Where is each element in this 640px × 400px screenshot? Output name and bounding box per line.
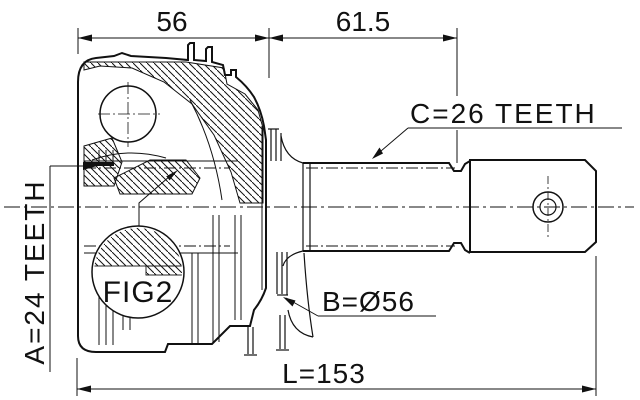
shaft-top-edge: [303, 160, 471, 172]
fillet-bottom: [282, 250, 304, 267]
bore-seat: [84, 162, 114, 166]
leader-arrow: [283, 297, 296, 307]
dimension-56: 56: [77, 6, 270, 78]
arrowhead: [255, 34, 269, 42]
cage-hatch: [113, 159, 201, 195]
spline-shaft: [302, 160, 471, 254]
boot-contour: [287, 309, 314, 338]
stem-and-boot: [244, 128, 314, 356]
bell-housing: [77, 42, 267, 353]
arrowhead: [269, 34, 283, 42]
dimension-61-5: 61.5: [269, 6, 458, 163]
stem-fill: [266, 125, 306, 297]
fig2-leader: [138, 175, 171, 226]
dim-56-text: 56: [156, 6, 187, 37]
label-b-diameter: B=Ø56: [283, 286, 436, 317]
a24-text: A=24 TEETH: [19, 179, 50, 364]
shaft-bottom-edge: [303, 242, 471, 254]
label-c26-teeth: C=26 TEETH: [372, 98, 622, 159]
cage-curve: [189, 99, 223, 201]
c26-text: C=26 TEETH: [410, 98, 597, 129]
housing-wall-hatch: [83, 61, 264, 204]
bell-housing-outline: [77, 42, 267, 353]
balloon-hatch-step: [145, 265, 182, 276]
arrowhead: [77, 385, 91, 393]
boot-contour: [303, 252, 314, 338]
arrowhead: [582, 385, 596, 393]
arrowhead: [443, 34, 457, 42]
label-a24-teeth: A=24 TEETH: [19, 162, 97, 372]
dim-61-5-text: 61.5: [336, 6, 391, 37]
leader-arrow: [372, 147, 383, 159]
balloon-circle: [91, 225, 185, 319]
leader-arrow: [83, 162, 97, 170]
arrowhead: [78, 34, 92, 42]
fig2-balloon: FIG2: [91, 170, 185, 319]
dimension-l153: L=153: [76, 256, 597, 396]
l153-text: L=153: [282, 358, 366, 389]
fillet-top: [280, 135, 304, 164]
fig2-leader-arrow: [166, 170, 178, 181]
shaft-end: [469, 159, 597, 253]
b56-text: B=Ø56: [322, 286, 415, 317]
fig2-text: FIG2: [103, 276, 174, 309]
